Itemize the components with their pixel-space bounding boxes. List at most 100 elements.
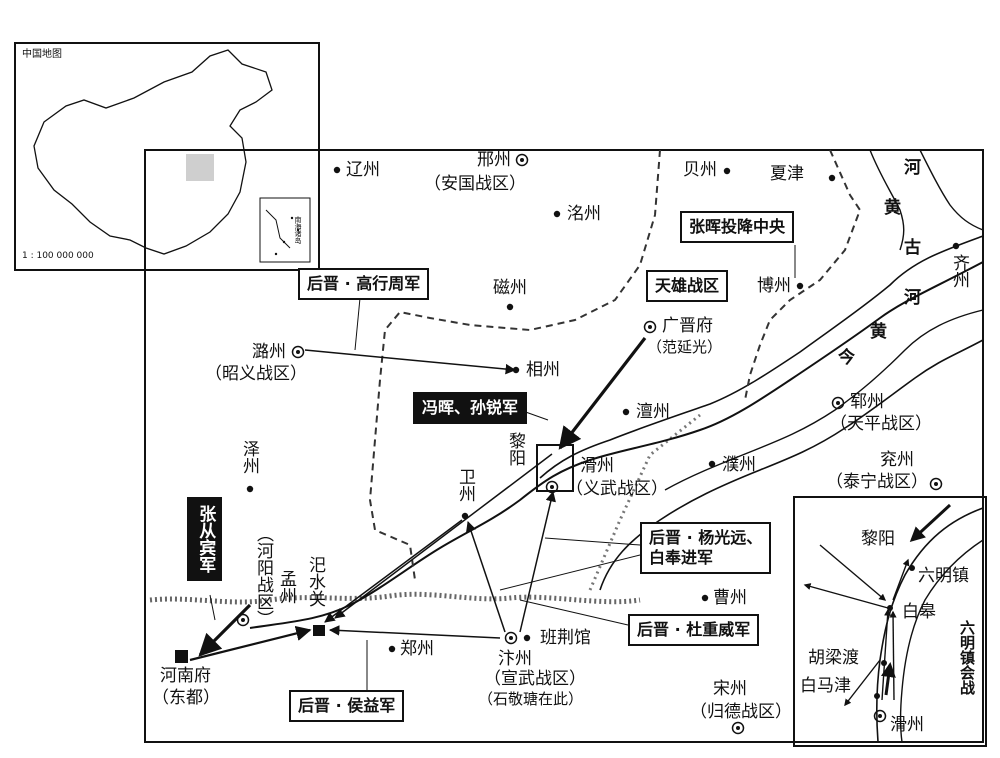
detail-baigao: 白皋 (902, 602, 936, 622)
china-outline (33, 49, 311, 263)
label-zhangcongbin: 张从宾军 (187, 497, 223, 581)
old-yellow-river-bank (539, 235, 984, 479)
arrow-fenghui (334, 453, 553, 619)
arrow-henan-sishui (189, 625, 312, 662)
label-yangguangyuan-line2: 白奉进军 (649, 548, 714, 567)
river-upper (869, 149, 905, 251)
detail-baimajin: 白马津 (800, 676, 851, 696)
place-banjingguan: 班荆馆 (540, 628, 591, 648)
arrow-bian-huazhou (519, 490, 556, 633)
city-dot (506, 303, 514, 311)
prefecture-markers (236, 153, 943, 735)
city-dot (701, 594, 709, 602)
city-dot (553, 210, 561, 218)
place-songzhou: 宋州 (713, 679, 747, 699)
place-henanfu: 河南府 (160, 666, 211, 686)
city-dot (512, 366, 520, 374)
place-tianping: （天平战区） (830, 414, 932, 434)
prefecture-marker (731, 721, 745, 735)
detail-arrow (909, 503, 952, 543)
prefecture-marker (929, 477, 943, 491)
place-guide: （归德战区） (690, 702, 792, 722)
place-weizhou: 卫州 (455, 468, 475, 502)
detail-title: 六明镇会战 (958, 620, 976, 695)
place-beizhou: 贝州 (683, 160, 717, 180)
south-sea-islands-label: 南海诸岛 (294, 216, 302, 244)
city-dot (708, 460, 716, 468)
arrow-bian-weizhou (466, 521, 506, 633)
detail-huliangdu: 胡梁渡 (808, 648, 859, 668)
leader-line (499, 554, 641, 591)
highlight-region (186, 154, 214, 181)
detail-arrow (892, 558, 910, 601)
river-label: 古 (904, 238, 921, 258)
detail-arrow (881, 608, 892, 701)
prefecture-marker (831, 396, 845, 410)
city-dot (333, 166, 341, 174)
river-label: 今 (838, 348, 855, 368)
river-label: 黄 (870, 322, 887, 342)
place-xiajin: 夏津 (770, 164, 804, 184)
label-duchongwei: 后晋 · 杜重威军 (628, 614, 760, 646)
place-qizhou: 齐州 (949, 254, 969, 288)
place-xiangzhou: 相州 (526, 360, 560, 380)
place-xingzhou: 邢州 (477, 150, 511, 170)
place-yunzhou: 郓州 (850, 392, 884, 412)
city-dot (828, 174, 836, 182)
place-puzhou: 濮州 (722, 455, 756, 475)
leader-line (209, 594, 216, 621)
detail-prefecture (873, 709, 887, 723)
boundary-dashed (744, 149, 862, 401)
detail-arrow (889, 610, 897, 701)
terrain-ridge (149, 591, 641, 605)
place-taining: （泰宁战区） (826, 472, 928, 492)
place-guangjinfu: 广晋府 (662, 316, 713, 336)
detail-dot (887, 605, 893, 611)
city-dot (246, 485, 254, 493)
place-dongdu: （东都） (152, 688, 220, 708)
arrow-gaoxingzhou (304, 349, 517, 375)
place-mengzhou: 孟州 (276, 570, 296, 604)
place-shijingtang: （石敬瑭在此） (478, 690, 584, 708)
detail-dot (881, 660, 887, 666)
detail-arrow (819, 544, 887, 601)
city-dots (246, 166, 960, 653)
place-liaozhou: 辽州 (346, 160, 380, 180)
river-label: 河 (904, 158, 921, 178)
place-zhengzhou: 郑州 (400, 639, 434, 659)
place-fanyanguang: （范延光） (647, 338, 723, 356)
place-liyang: 黎阳 (505, 432, 525, 466)
label-yangguangyuan-line1: 后晋 · 杨光远、 (649, 528, 763, 547)
boundary-dashed (368, 149, 661, 581)
sishuiguan-marker (313, 625, 325, 636)
river-label: 河 (904, 288, 921, 308)
arrow-houyi (328, 625, 501, 639)
place-zezhou: 泽州 (239, 440, 259, 474)
modern-yellow-river-bank (664, 309, 984, 491)
place-bozhou: 博州 (757, 276, 791, 296)
city-dot (952, 242, 960, 250)
detail-huazhou: 滑州 (890, 715, 924, 735)
detail-arrow (880, 662, 896, 696)
detail-arrow (803, 583, 889, 609)
detail-dot (874, 693, 880, 699)
old-yellow-river (249, 261, 984, 629)
inset-title: 中国地图 (22, 49, 62, 60)
label-tianxiong: 天雄战区 (646, 270, 729, 302)
arrow-zhangcongbin (198, 603, 252, 657)
place-zhaoyi: （昭义战区） (205, 364, 307, 384)
leader-line (544, 537, 641, 546)
label-houyi: 后晋 · 侯益军 (289, 690, 405, 722)
place-cizhou: 磁州 (493, 278, 527, 298)
leader-line (354, 297, 361, 351)
detail-liyang: 黎阳 (861, 529, 895, 549)
city-dot (388, 645, 396, 653)
arrow-fanyanguang (558, 337, 647, 450)
place-caozhou: 曹州 (713, 588, 747, 608)
place-huazhou: 滑州 (580, 456, 614, 476)
city-dot (461, 512, 469, 520)
river-label: 黄 (884, 198, 901, 218)
detail-liumingzhen: 六明镇 (918, 566, 969, 586)
place-yiwu: （义武战区） (566, 479, 668, 499)
place-sishuiguan: 汜水关 (305, 556, 325, 607)
